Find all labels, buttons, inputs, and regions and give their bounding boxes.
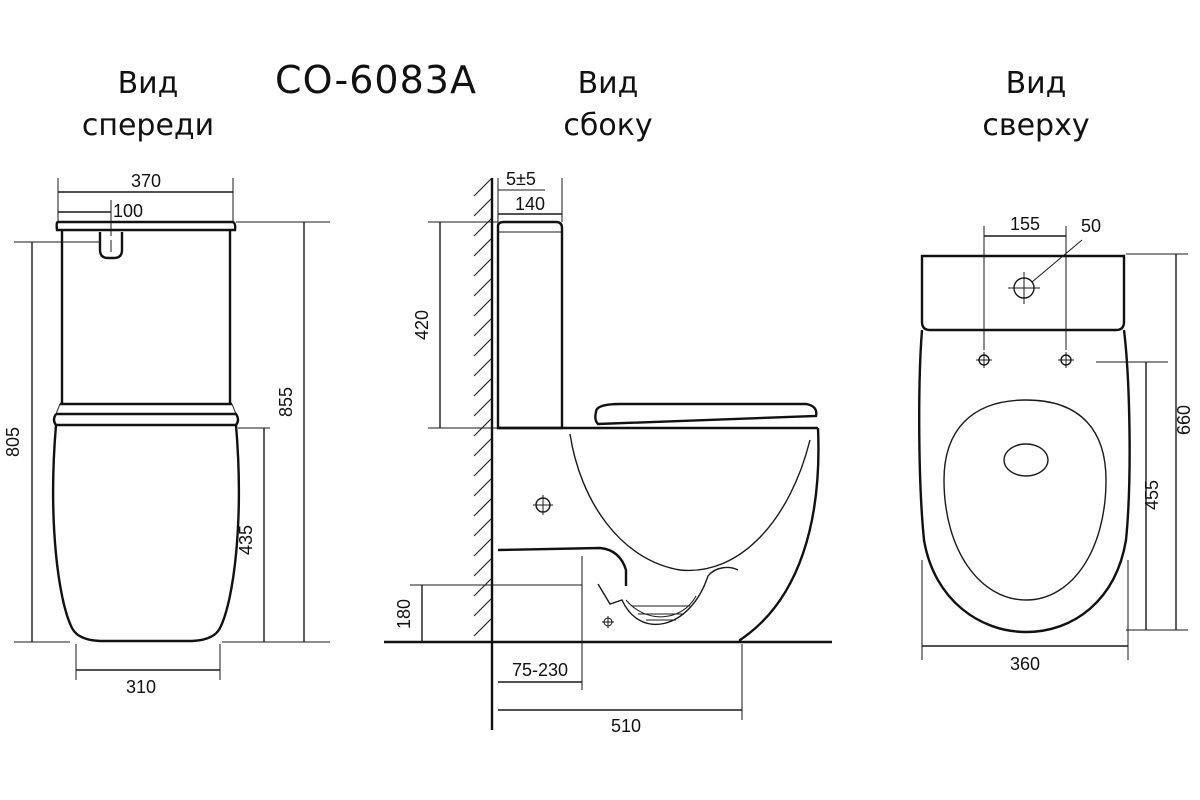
dim-outlet-range: 75-230: [512, 660, 568, 680]
dim-hole-size: 50: [1081, 216, 1101, 236]
dim-tank-depth: 140: [515, 194, 545, 214]
dim-base-width: 310: [126, 677, 156, 697]
front-view-title-line2: спереди: [82, 108, 214, 143]
dim-total-depth: 510: [611, 716, 641, 736]
top-tank: [920, 254, 1126, 332]
side-fixing-hole-icon: [533, 495, 553, 515]
side-view-title-line1: Вид: [578, 66, 639, 101]
side-bowl-outer: [738, 427, 820, 642]
dim-bowl-length: 455: [1142, 480, 1162, 510]
dim-outlet-height: 180: [394, 599, 414, 629]
side-floor-bolt-icon: [602, 616, 614, 628]
front-view-title-line1: Вид: [118, 66, 179, 101]
dim-seat-height: 435: [236, 525, 256, 555]
front-tank-lid: [55, 220, 237, 232]
top-left-bolt-hole-icon: [976, 352, 992, 368]
top-flush-button-icon: [1008, 272, 1040, 304]
top-seat-ring: [943, 399, 1107, 601]
side-seat-lid: [594, 402, 818, 426]
dim-leader-hole-size: [1031, 239, 1083, 283]
front-bowl: [51, 424, 241, 643]
top-drain: [1003, 443, 1049, 477]
side-view-title-line2: сбоку: [563, 108, 652, 143]
front-view: 370 100 805 855 435 310: [3, 171, 330, 697]
flush-button-icon: [98, 232, 124, 260]
dim-total-height: 805: [3, 427, 23, 457]
side-trap-curve: [597, 566, 739, 626]
dim-wall-gap: 5±5: [506, 169, 536, 189]
dim-overall-height: 855: [276, 387, 296, 417]
dim-button-offset: 100: [113, 201, 143, 221]
front-tank-body: [60, 230, 232, 404]
side-bowl-inner: [569, 433, 811, 572]
top-view-title-line1: Вид: [1006, 66, 1067, 101]
dim-width: 360: [1010, 654, 1040, 674]
top-right-bolt-hole-icon: [1058, 352, 1074, 368]
top-view: 155 50 660 455 360: [918, 214, 1194, 674]
wall-hatching: [473, 177, 493, 637]
dim-hole-spacing: 155: [1010, 214, 1040, 234]
top-view-title-line2: сверху: [982, 108, 1089, 143]
model-title: CO-6083A: [275, 58, 477, 102]
side-trap-top: [497, 546, 628, 586]
side-tank: [496, 220, 564, 430]
side-view: 5±5 140 420 180 75-230 510: [384, 169, 832, 736]
front-seat: [52, 402, 240, 427]
dim-total-length: 660: [1174, 405, 1194, 435]
top-bowl-outline: [918, 329, 1131, 634]
dim-tank-height: 420: [412, 310, 432, 340]
dim-tank-width: 370: [131, 171, 161, 191]
